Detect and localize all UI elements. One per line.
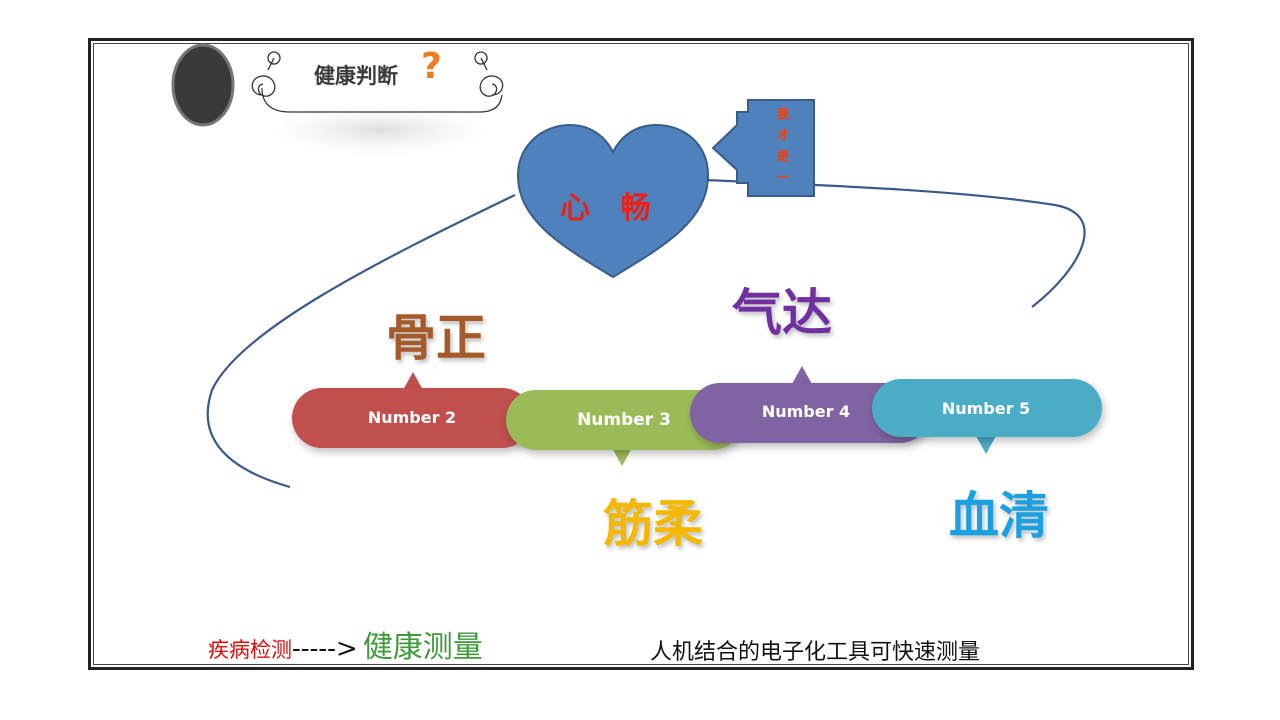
question-mark-icon: ? — [421, 46, 442, 87]
pill-number4 — [690, 383, 930, 443]
word-jin-rou: 筋柔 — [603, 495, 703, 553]
word-qi-da: 气达 — [732, 284, 832, 342]
footer-right: 人机结合的电子化工具可快速测量 — [650, 640, 981, 665]
pointer-number5 — [976, 436, 996, 454]
word-xue-qing: 血清 — [949, 487, 1049, 545]
footer-left: 疾病检测-----> 健康测量 — [208, 622, 483, 666]
pointer-number4 — [792, 366, 812, 384]
callout-label: 我 才 是 一 — [776, 107, 789, 184]
badge-ellipse — [171, 43, 235, 127]
page-title: 健康判断 — [314, 64, 398, 88]
pill-number5 — [872, 379, 1102, 437]
right-swirl-icon — [474, 51, 504, 97]
footer-arrow: -----> — [292, 634, 358, 664]
pill-label-number2: Number 2 — [367, 408, 457, 427]
outer-frame — [88, 38, 1194, 670]
left-swirl-icon — [251, 51, 281, 97]
pill-label-number5: Number 5 — [941, 399, 1031, 418]
heart-label: 心 畅 — [560, 191, 661, 226]
word-gu-zheng: 骨正 — [386, 309, 486, 367]
arrow-callout-icon — [711, 99, 815, 197]
inner-frame — [93, 43, 1189, 665]
pointer-number3 — [612, 448, 632, 466]
heart-shape — [516, 123, 710, 279]
title-banner — [250, 51, 510, 160]
connector-curve — [206, 194, 516, 489]
footer-disease-detection: 疾病检测 — [208, 638, 292, 662]
pill-number2 — [292, 388, 532, 448]
footer-health-measure: 健康测量 — [362, 630, 483, 665]
pill-label-number3: Number 3 — [577, 410, 671, 430]
pill-number3 — [506, 390, 742, 450]
pointer-number2 — [403, 372, 423, 390]
pill-label-number4: Number 4 — [761, 402, 851, 421]
